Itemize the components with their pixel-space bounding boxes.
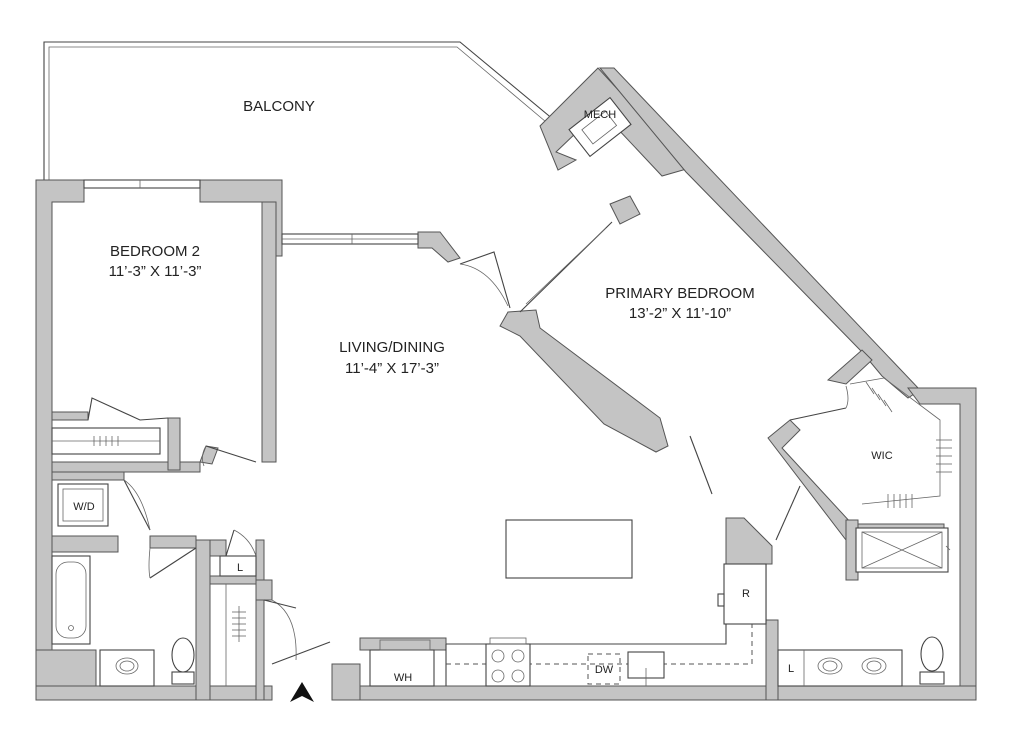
dishwasher-label: DW <box>595 664 614 676</box>
windows <box>83 179 419 245</box>
linen-label-2: L <box>788 663 794 675</box>
interior-walls <box>51 411 447 701</box>
water-heater-label: WH <box>394 672 412 684</box>
north-arrow-icon <box>290 682 314 702</box>
double-vanity <box>777 649 903 687</box>
bedroom2-name: BEDROOM 2 <box>110 243 200 260</box>
dishwasher <box>587 653 621 685</box>
balcony-label: BALCONY <box>243 98 315 115</box>
wic-label: WIC <box>871 450 892 462</box>
doors <box>87 221 849 665</box>
washer-dryer-label: W/D <box>73 501 94 513</box>
bathtub <box>51 555 91 645</box>
washer-dryer <box>57 483 109 527</box>
refrigerator <box>723 563 767 625</box>
living-dims: 11’-4” X 17’-3” <box>345 360 439 377</box>
toilet-primary <box>919 671 945 685</box>
linen-label-1: L <box>237 562 243 574</box>
living-name: LIVING/DINING <box>339 339 445 356</box>
primary-name: PRIMARY BEDROOM <box>605 285 754 302</box>
balcony <box>43 41 561 182</box>
range <box>485 643 531 687</box>
vanity <box>99 649 155 687</box>
mech-label: MECH <box>584 109 616 121</box>
exterior-walls <box>35 67 977 701</box>
linen-closet <box>219 555 257 577</box>
primary-dims: 13’-2” X 11’-10” <box>629 305 731 322</box>
toilet <box>171 671 195 685</box>
bedroom2-dims: 11’-3” X 11’-3” <box>109 263 202 280</box>
kitchen-island <box>505 519 633 579</box>
fixtures <box>51 96 952 687</box>
room-labels: BALCONY BEDROOM 2 11’-3” X 11’-3” LIVING… <box>73 98 892 684</box>
water-heater <box>369 649 435 687</box>
refrigerator-label: R <box>742 588 750 600</box>
mech-unit <box>568 96 632 158</box>
wic-shelves <box>849 377 952 508</box>
